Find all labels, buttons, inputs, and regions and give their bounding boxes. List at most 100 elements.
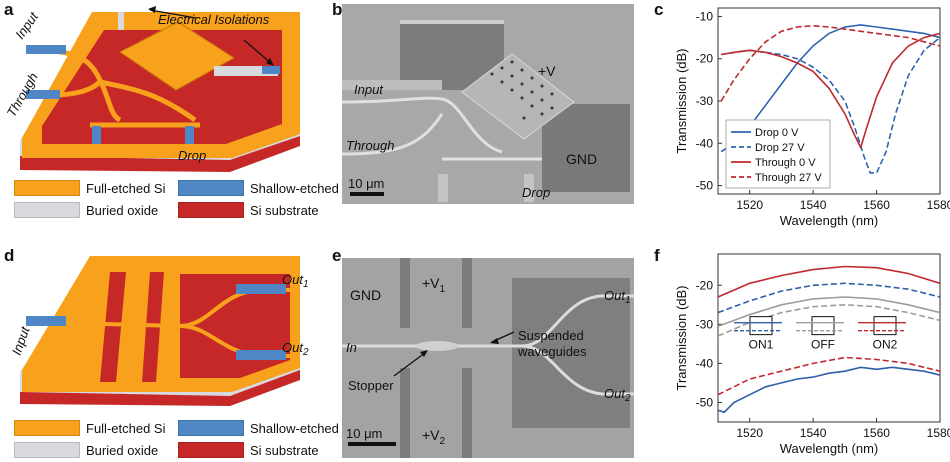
series-line-4 [718,356,940,396]
legend-bottom-item-0: Full-etched Si [14,420,165,436]
legend-label: Full-etched Si [86,420,166,436]
y-tick-label: -10 [696,9,714,23]
panel-label-b: b [332,0,343,19]
series-line-0 [718,265,940,298]
series-line-0 [720,24,940,153]
x-tick-label: 1580 [927,198,950,212]
legend-entry: Through 0 V [755,157,816,169]
a-drop-label: Drop [178,148,206,163]
x-tick-label: 1540 [800,198,827,212]
legend-swatch [14,180,80,196]
y-tick-label: -30 [696,317,714,331]
e-out2-text: Out [604,386,626,401]
legend-swatch [14,202,80,218]
e-suspended-label-2: waveguides [517,344,587,359]
panel-label-c: c [654,0,664,19]
e-v2-label: +V2 [422,427,446,447]
b-input-label: Input [354,82,384,97]
panel-b-sem-image: +V Input Through GND Drop 10 μm [342,4,634,204]
x-tick-label: 1540 [800,426,827,440]
legend-top-item-2: Buried oxide [14,202,158,218]
d-out2-label: Out2 [282,340,309,358]
legend-bottom-item-2: Buried oxide [14,442,158,458]
y-tick-label: -40 [696,136,714,150]
legend-bottom-item-1: Shallow-etched Si [178,420,354,436]
y-tick-label: -50 [696,395,714,409]
legend-top-item-3: Si substrate [178,202,319,218]
e-out1-sub: 1 [625,295,631,306]
d-input-label: Input [9,323,33,357]
inset-label: ON1 [749,338,774,352]
inset-switch-box [873,316,897,336]
panel-label-a: a [4,0,14,19]
e-v1-sub: 1 [440,284,446,295]
e-suspended-label-1: Suspended [518,328,584,343]
series-line-1 [718,282,940,314]
b-scale-label: 10 μm [348,176,384,191]
panel-label-d: d [4,246,15,265]
e-out2-sub: 2 [624,393,631,404]
e-v2-sub: 2 [440,436,446,447]
series-line-2 [718,296,940,328]
d-out2-sub: 2 [302,347,309,358]
b-through-label: Through [346,138,394,153]
e-gnd-label: GND [350,287,381,303]
panel-e-sem-image: GND +V1 +V2 In Stopper Suspended wavegui… [342,258,634,458]
x-tick-label: 1520 [736,426,763,440]
d-out1-label: Out1 [282,272,309,290]
x-tick-label: 1560 [863,426,890,440]
x-tick-label: 1580 [927,426,950,440]
y-axis-label: Transmission (dB) [674,49,689,154]
series-line-1 [721,36,940,174]
e-v1-label: +V1 [422,275,446,295]
b-drop-label: Drop [522,185,550,200]
chart-panel-c: 1520154015601580-10-20-30-40-50Wavelengt… [674,7,950,228]
legend-entry: Through 27 V [755,172,822,184]
legend-swatch [178,180,244,196]
panel-label-f: f [654,246,660,265]
e-scale-label: 10 μm [346,426,382,441]
inset-label: ON2 [873,338,898,352]
x-axis-label: Wavelength (nm) [780,441,879,456]
panel-a-schematic: Input Through Drop Electrical Isolations [4,6,300,172]
panel-label-e: e [332,246,342,265]
legend-top-item-1: Shallow-etched Si [178,180,354,196]
legend-swatch [14,420,80,436]
legend-label: Full-etched Si [86,180,166,196]
series-line-3 [720,24,940,102]
legend-entry: Drop 0 V [755,127,799,139]
legend-top-item-0: Full-etched Si [14,180,165,196]
legend-entry: Drop 27 V [755,142,805,154]
inset-label: OFF [811,338,835,352]
e-out1-label: Out1 [604,288,631,306]
e-v1-text: +V [422,275,440,291]
e-v2-text: +V [422,427,440,443]
legend-label: Si substrate [250,442,319,458]
legend-swatch [178,442,244,458]
y-tick-label: -20 [696,52,714,66]
legend-label: Buried oxide [86,202,159,218]
series-line-2 [721,32,940,150]
y-tick-label: -40 [696,356,714,370]
y-tick-label: -20 [696,278,714,292]
y-tick-label: -50 [696,179,714,193]
e-stopper-label: Stopper [348,378,394,393]
legend-label: Si substrate [250,202,319,218]
legend-swatch [178,202,244,218]
legend-bottom-item-3: Si substrate [178,442,319,458]
d-out1-sub: 1 [303,279,309,290]
legend-label: Shallow-etched Si [250,420,355,436]
legend-swatch [178,420,244,436]
d-out1-text: Out [282,272,304,287]
b-voltage-label: +V [538,63,556,79]
e-in-label: In [346,340,357,355]
legend-label: Buried oxide [86,442,159,458]
b-gnd-label: GND [566,151,597,167]
panel-d-schematic: Input Out1 Out2 [9,256,309,406]
inset-switch-box [811,316,835,336]
x-tick-label: 1520 [736,198,763,212]
x-axis-label: Wavelength (nm) [780,213,879,228]
y-tick-label: -30 [696,94,714,108]
legend-swatch [14,442,80,458]
